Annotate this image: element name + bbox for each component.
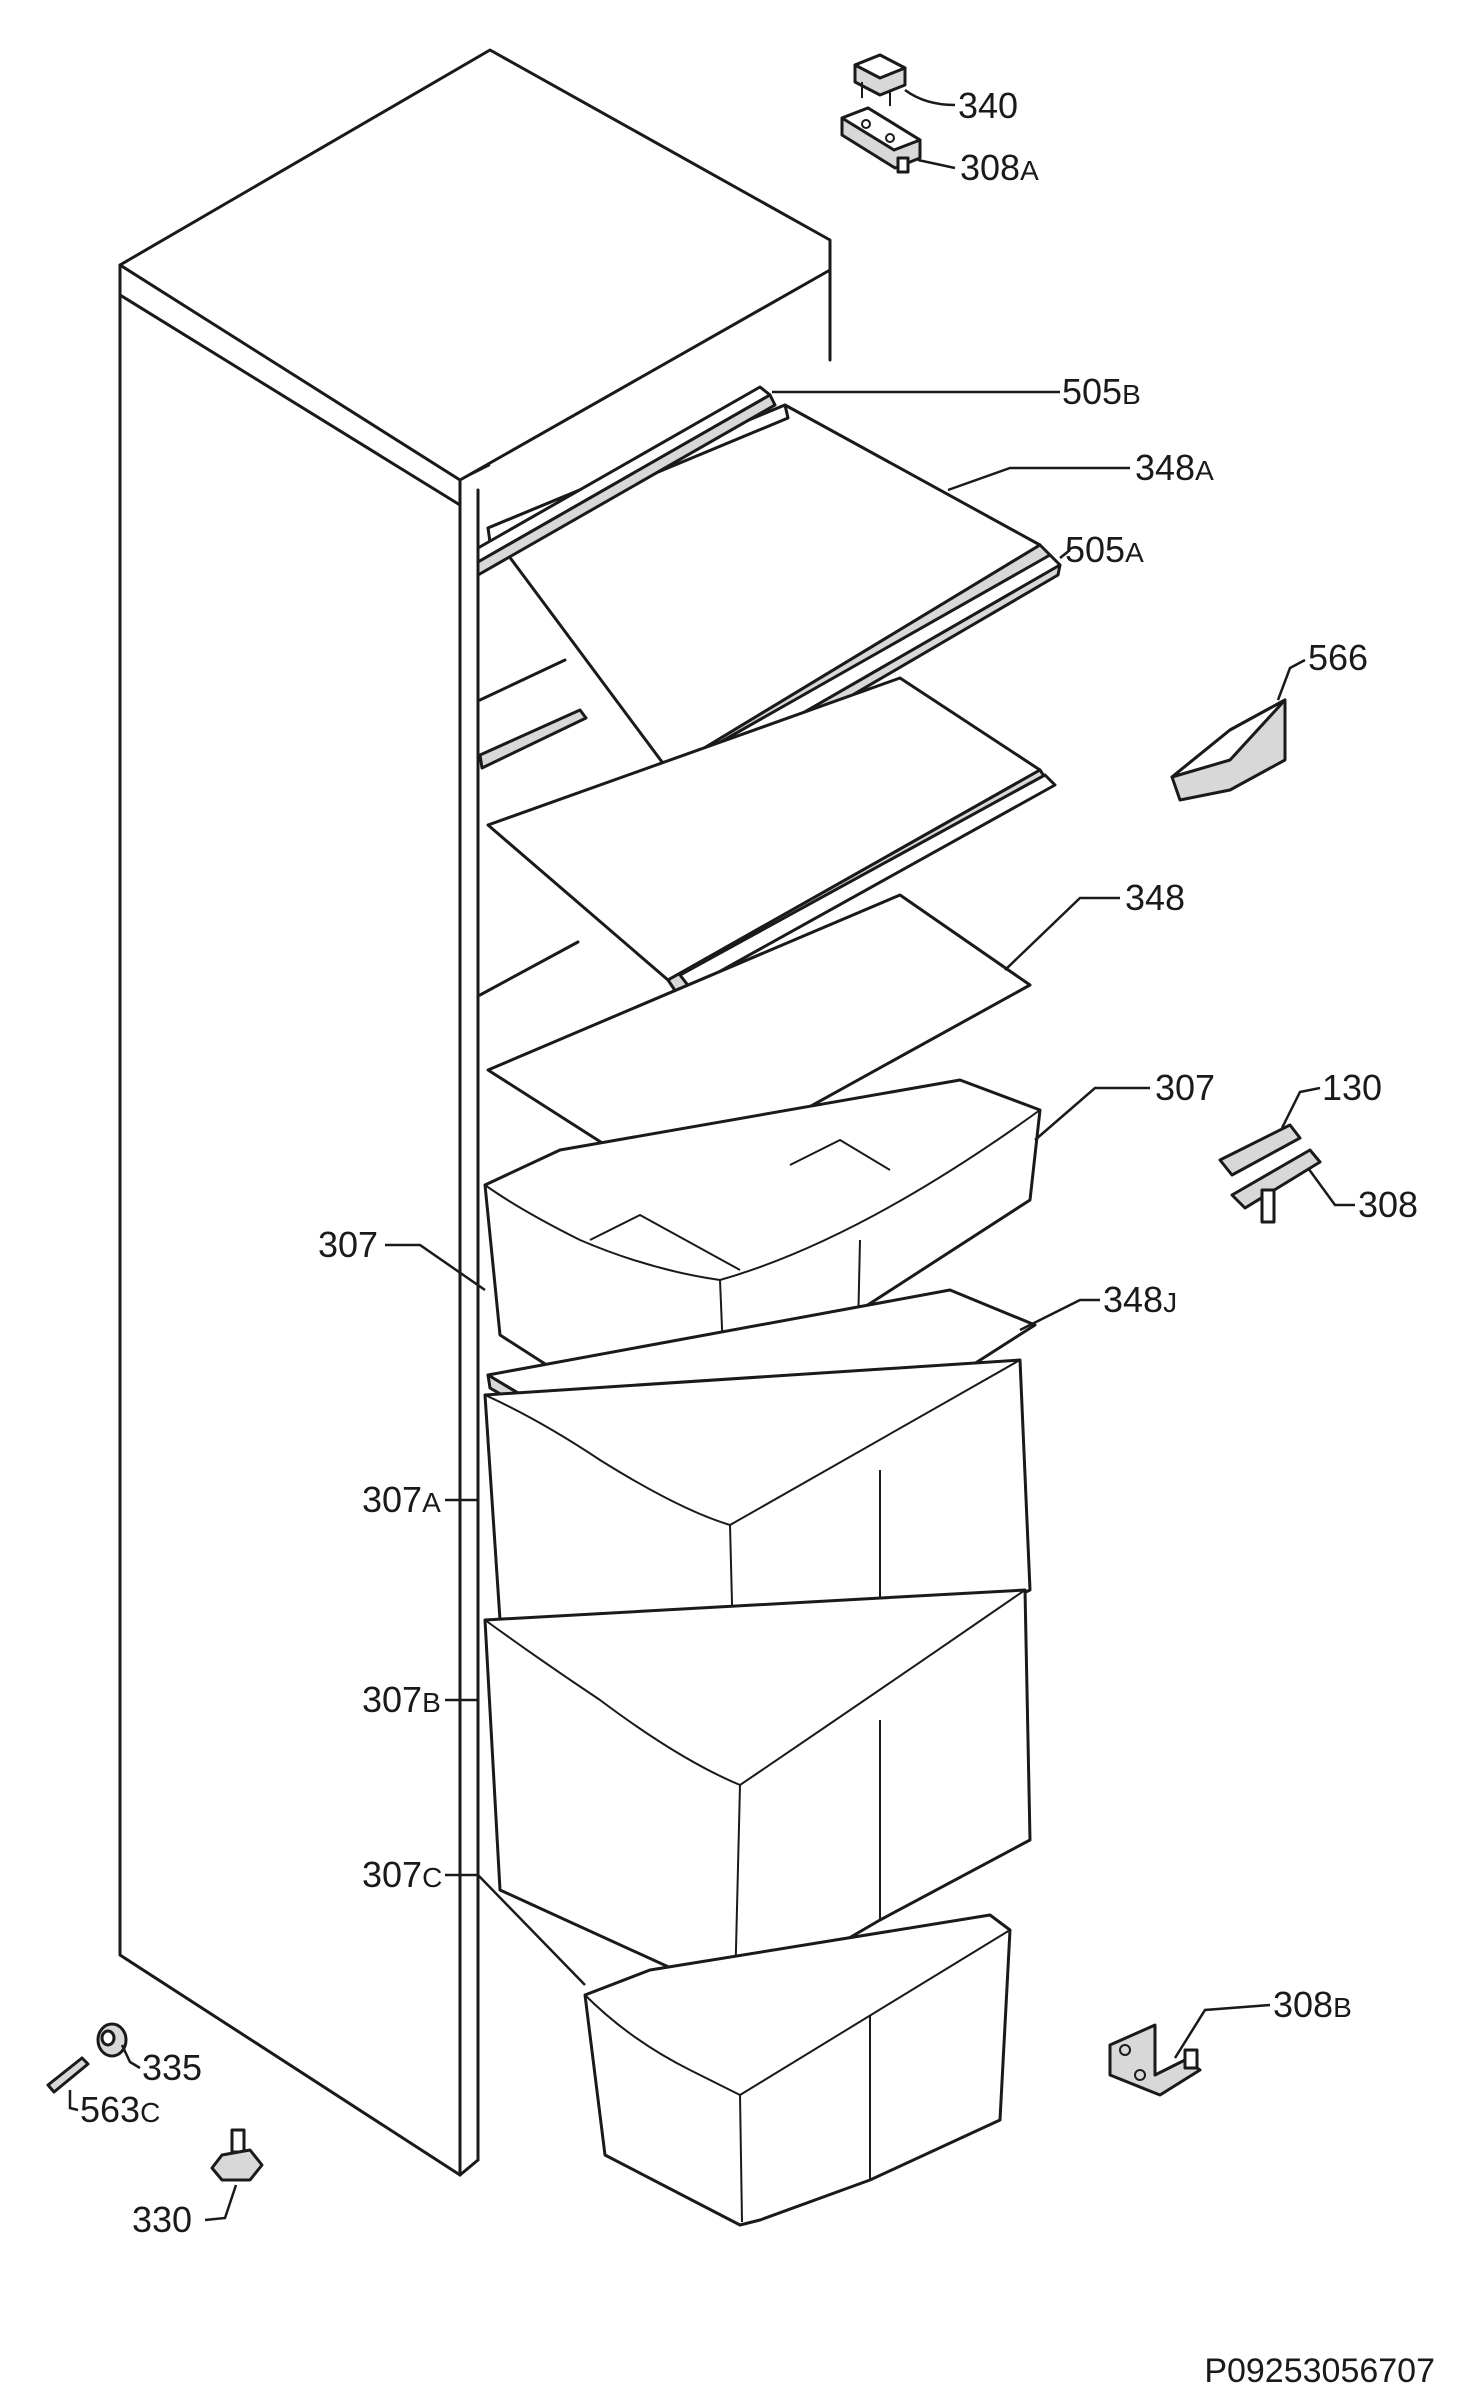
label-505a: 505A bbox=[1065, 529, 1144, 570]
label-307a: 307A bbox=[362, 1479, 441, 1520]
label-505b: 505B bbox=[1062, 371, 1141, 412]
label-307b: 307B bbox=[362, 1679, 441, 1720]
cabinet bbox=[118, 48, 832, 2177]
label-307-left: 307 bbox=[318, 1224, 378, 1265]
label-335: 335 bbox=[142, 2047, 202, 2088]
label-340: 340 bbox=[958, 85, 1018, 126]
label-308b: 308B bbox=[1273, 1984, 1352, 2025]
middle-hinge-part-130 bbox=[1218, 1123, 1322, 1224]
bottom-hinge-part-308b bbox=[1108, 2023, 1202, 2097]
leader-lines bbox=[68, 88, 1355, 2222]
shelf-rail-part-505b bbox=[476, 385, 777, 577]
label-348: 348 bbox=[1125, 877, 1185, 918]
label-348a: 348A bbox=[1135, 447, 1214, 488]
label-308a: 308A bbox=[960, 147, 1039, 188]
label-566: 566 bbox=[1308, 637, 1368, 678]
top-hinge-part-308a bbox=[840, 106, 922, 174]
drawer-part-307c bbox=[583, 1913, 1012, 2227]
roller-part-335 bbox=[96, 2022, 128, 2058]
label-130: 130 bbox=[1322, 1067, 1382, 1108]
pin-part-563c bbox=[46, 2056, 90, 2094]
label-307-right: 307 bbox=[1155, 1067, 1215, 1108]
label-307c: 307C bbox=[362, 1854, 442, 1895]
label-330: 330 bbox=[132, 2199, 192, 2240]
part-labels: 340 308A 505B 348A 505A 566 348 307 130 … bbox=[80, 85, 1435, 2390]
label-563c: 563C bbox=[80, 2089, 160, 2130]
bracket-part-566 bbox=[1170, 698, 1287, 802]
shelf-rail-lower bbox=[678, 773, 1057, 990]
hinge-cover-part-340 bbox=[853, 53, 907, 106]
label-348j: 348J bbox=[1103, 1279, 1177, 1320]
foot-part-330 bbox=[210, 2128, 264, 2182]
label-308: 308 bbox=[1358, 1184, 1418, 1225]
drawing-number: P09253056707 bbox=[1204, 2352, 1435, 2390]
